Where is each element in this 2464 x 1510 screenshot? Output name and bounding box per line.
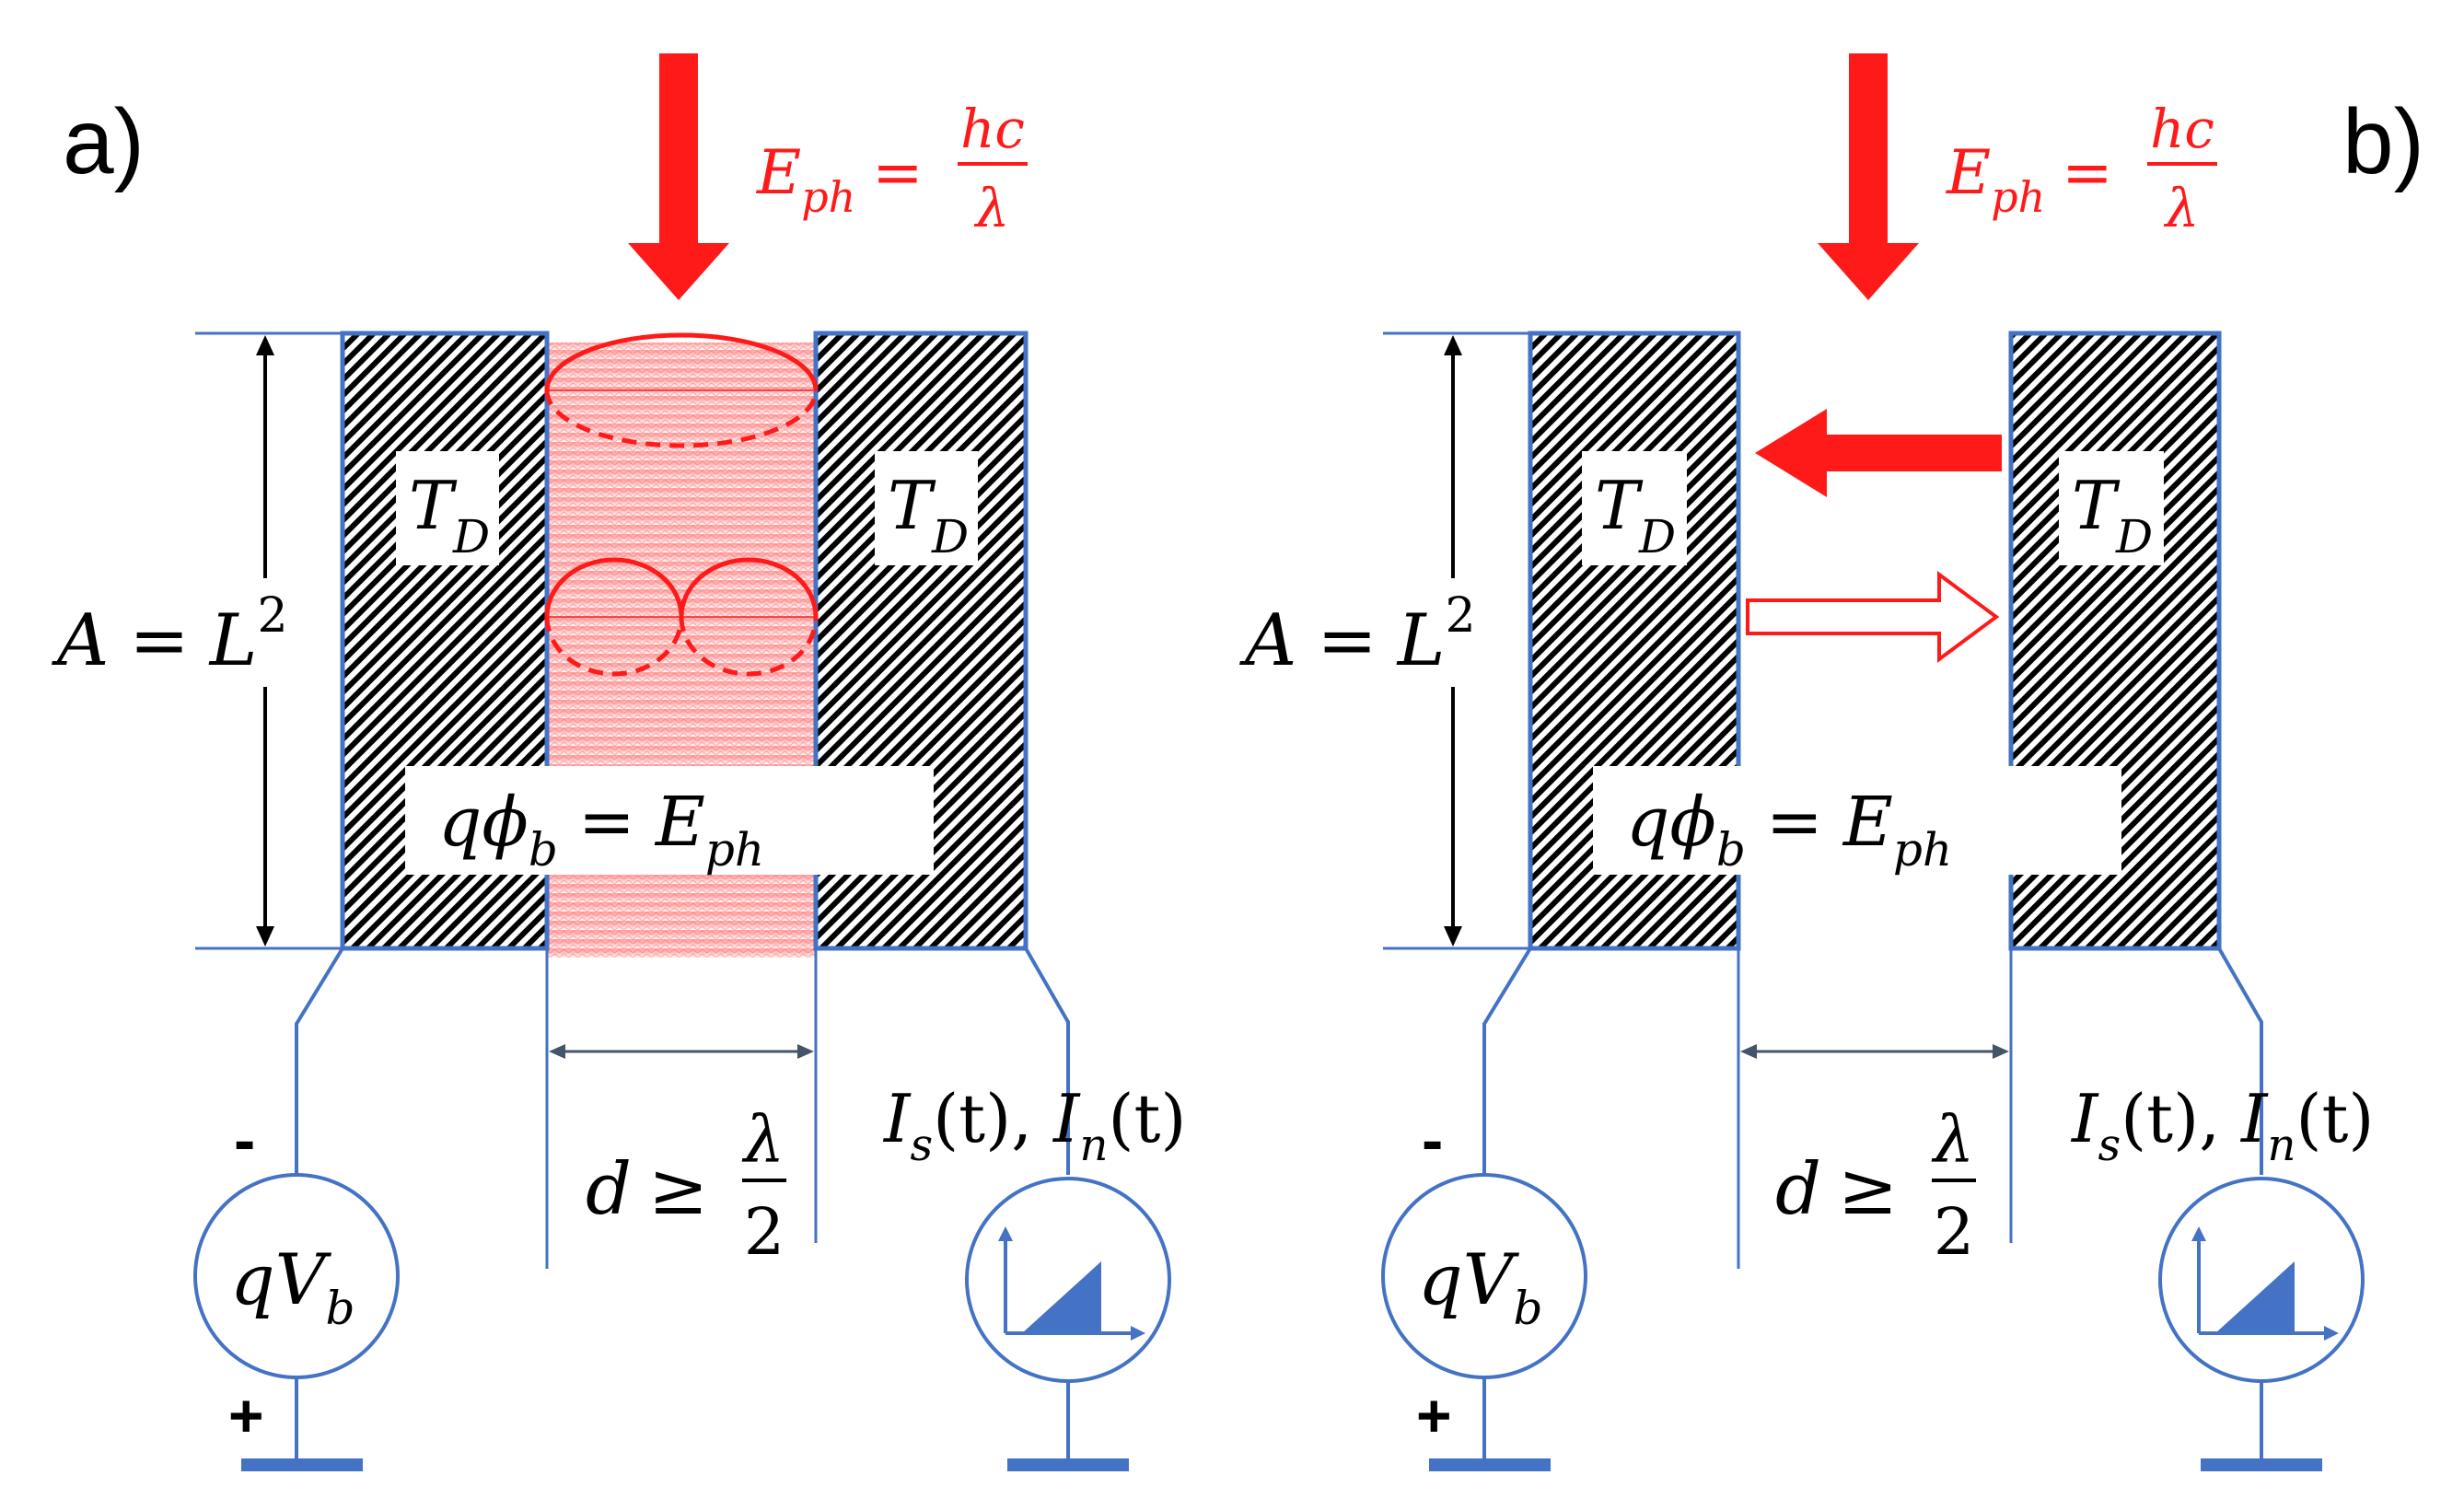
incident-photon-arrow <box>1818 53 1919 300</box>
temperature-left: TD <box>1595 467 1676 563</box>
barrier-equation: qϕb=Eph <box>438 783 764 877</box>
temperature-right: TD <box>888 467 969 563</box>
area-equation: A=L2 <box>52 588 288 682</box>
photon-energy-lhs: Eph= <box>1946 137 2113 222</box>
panel-a: a) TD TD qϕb=Eph <box>52 53 1186 1471</box>
bias-source <box>193 947 400 1471</box>
panel-label: a) <box>63 90 145 193</box>
gap-num: λ <box>741 1102 785 1178</box>
photon-energy-den: λ <box>2164 177 2200 239</box>
gap-dimension <box>1737 948 2013 1269</box>
barrier-equation: qϕb=Eph <box>1626 783 1952 877</box>
current-meter <box>2158 947 2365 1471</box>
bias-label: qVb <box>230 1238 355 1335</box>
area-equation: A=L2 <box>1239 588 1476 682</box>
gap-equation: d≥ <box>1775 1148 1898 1231</box>
photon-energy-num: hc <box>2150 98 2214 160</box>
photon-energy-num: hc <box>960 98 1025 160</box>
cavity-mode-bottom <box>544 557 819 677</box>
photon-energy-den: λ <box>974 177 1010 239</box>
cavity-mode-top <box>544 332 819 448</box>
gap-dimension <box>545 948 818 1269</box>
panel-label: b) <box>2342 90 2424 193</box>
gap-num: λ <box>1931 1102 1974 1178</box>
gap-den: 2 <box>744 1194 785 1270</box>
panel-b: b) TD TD qϕb=Eph Eph= hc λ <box>1239 53 2424 1471</box>
bias-minus: - <box>1422 1104 1443 1176</box>
gap-equation: d≥ <box>586 1148 708 1231</box>
bias-minus: - <box>234 1104 255 1176</box>
bias-label: qVb <box>1418 1238 1543 1335</box>
photon-energy-lhs: Eph= <box>756 137 924 222</box>
current-label: Is(t), In(t) <box>2070 1080 2374 1171</box>
gap-den: 2 <box>1934 1194 1975 1270</box>
incident-photon-arrow <box>628 53 729 300</box>
heat-flux-left-arrow <box>1755 409 2002 497</box>
current-label: Is(t), In(t) <box>882 1080 1186 1171</box>
heat-flux-right-arrow <box>1746 571 2000 663</box>
temperature-left: TD <box>409 467 490 563</box>
temperature-right: TD <box>2072 467 2153 563</box>
current-meter <box>965 947 1171 1471</box>
bias-source <box>1381 947 1587 1471</box>
bias-plus: + <box>1416 1381 1452 1449</box>
bias-plus: + <box>228 1381 264 1449</box>
